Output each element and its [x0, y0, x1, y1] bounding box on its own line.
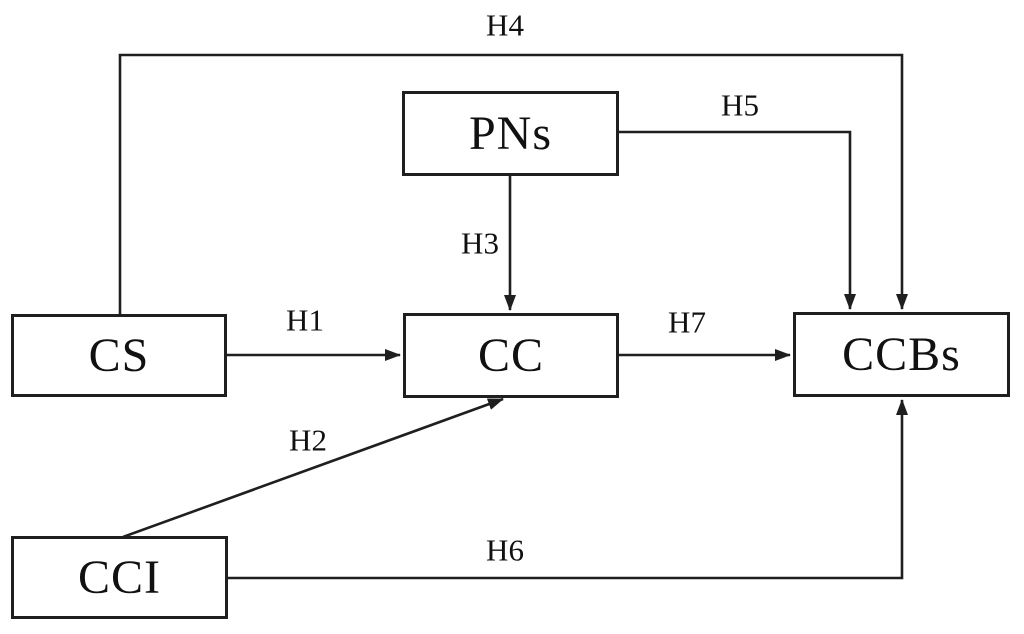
edge-h2-arrow [122, 397, 504, 539]
node-ccbs-label: CCBs [842, 327, 961, 381]
node-cci: CCI [11, 536, 228, 619]
node-ccbs: CCBs [793, 312, 1010, 397]
node-cci-label: CCI [77, 550, 161, 604]
edge-label-h1: H1 [284, 302, 326, 338]
edge-h4-arrow [118, 53, 908, 314]
edge-label-h2: H2 [287, 422, 329, 458]
edge-label-h6: H6 [484, 532, 526, 568]
edge-label-h7: H7 [666, 304, 708, 340]
edge-label-h3: H3 [459, 225, 501, 261]
node-cs: CS [11, 314, 227, 397]
node-pns-label: PNs [468, 106, 553, 160]
node-cs-label: CS [88, 328, 150, 382]
edge-label-h4: H4 [484, 7, 526, 43]
edge-h6-arrow [228, 399, 908, 580]
edge-h5-arrow [619, 130, 856, 310]
node-pns: PNs [402, 91, 619, 176]
node-cc-label: CC [477, 328, 545, 382]
node-cc: CC [403, 313, 619, 398]
edge-label-h5: H5 [719, 87, 761, 123]
